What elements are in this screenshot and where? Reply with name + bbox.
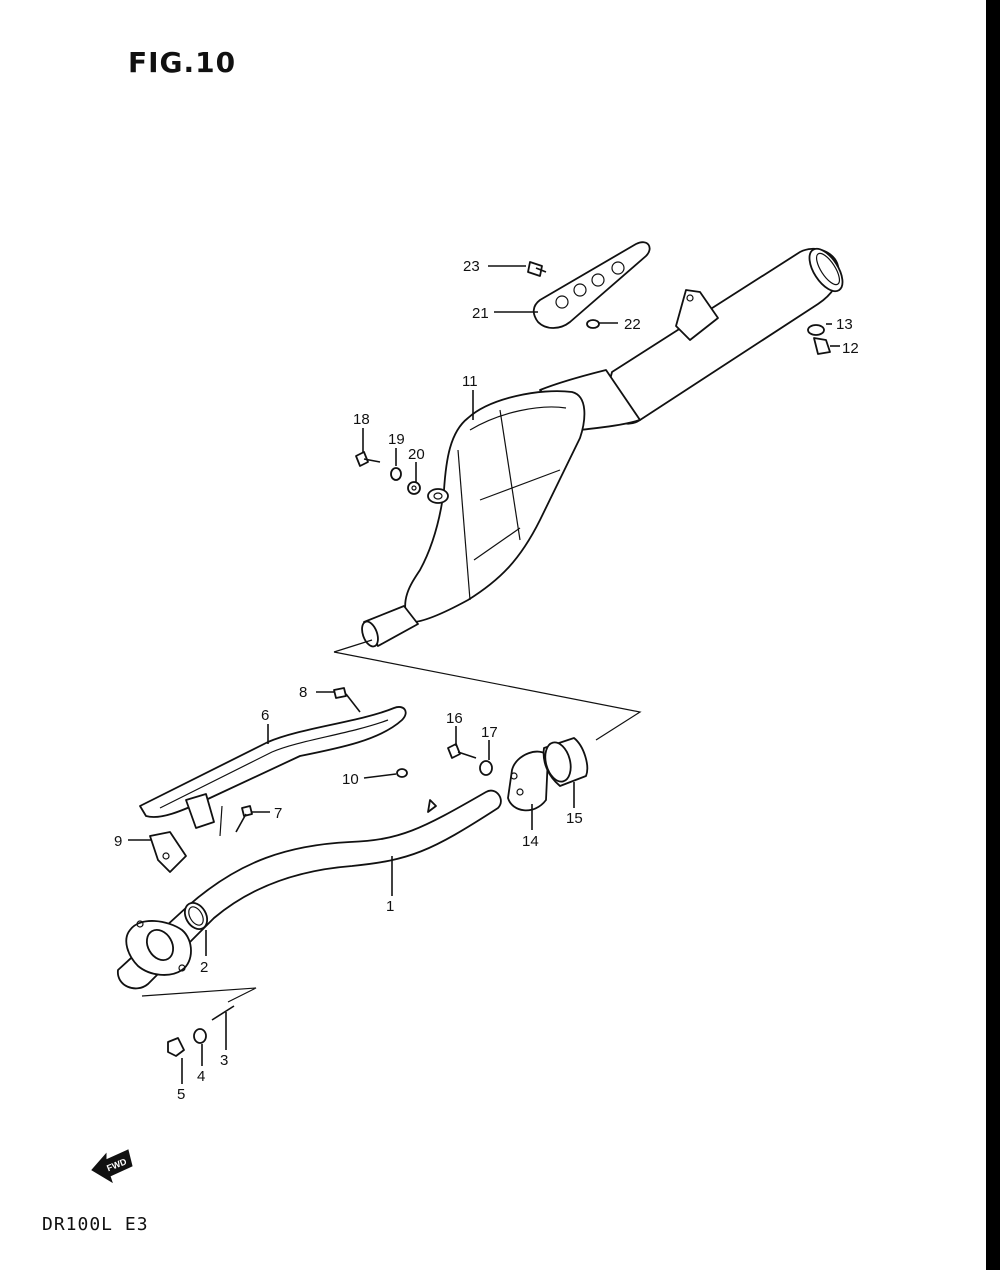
callout-17: 17: [481, 724, 498, 741]
callout-19: 19: [388, 431, 405, 448]
callout-8: 8: [299, 684, 307, 701]
figure-title: FIG.10: [128, 46, 237, 79]
callout-18: 18: [353, 411, 370, 428]
callout-20: 20: [408, 446, 425, 463]
callout-5: 5: [177, 1086, 185, 1103]
reference-lines: [141, 639, 642, 1003]
callout-11: 11: [462, 373, 478, 390]
callout-10: 10: [342, 771, 359, 788]
model-code: DR100L E3: [42, 1214, 149, 1235]
callout-labels: 1 2 3 4 5 6 7 8 9 10 11 12 13 14 15 16 1…: [114, 258, 859, 1103]
callout-14: 14: [522, 833, 539, 850]
clamp-parts: [447, 737, 589, 812]
callout-6: 6: [261, 707, 269, 724]
callout-3: 3: [220, 1052, 228, 1069]
callout-13: 13: [836, 316, 853, 333]
callout-23: 23: [463, 258, 480, 275]
callout-4: 4: [197, 1068, 205, 1085]
callout-2: 2: [200, 959, 208, 976]
small-fasteners: [355, 324, 831, 495]
exhaust-pipe-part: [117, 789, 502, 990]
callout-21: 21: [472, 305, 489, 322]
callout-1: 1: [386, 898, 394, 915]
stud-nut-washer: [167, 1005, 235, 1057]
fwd-arrow-icon: FWD: [91, 1149, 133, 1184]
muffler-part: [361, 247, 844, 648]
leader-lines: [128, 265, 840, 1084]
callout-12: 12: [842, 340, 859, 357]
scan-edge: [986, 0, 1000, 1270]
callout-9: 9: [114, 833, 122, 850]
callout-7: 7: [274, 805, 282, 822]
callout-22: 22: [624, 316, 641, 333]
callout-15: 15: [566, 810, 583, 827]
callout-16: 16: [446, 710, 463, 727]
pipe-heat-shield-part: [139, 687, 408, 873]
